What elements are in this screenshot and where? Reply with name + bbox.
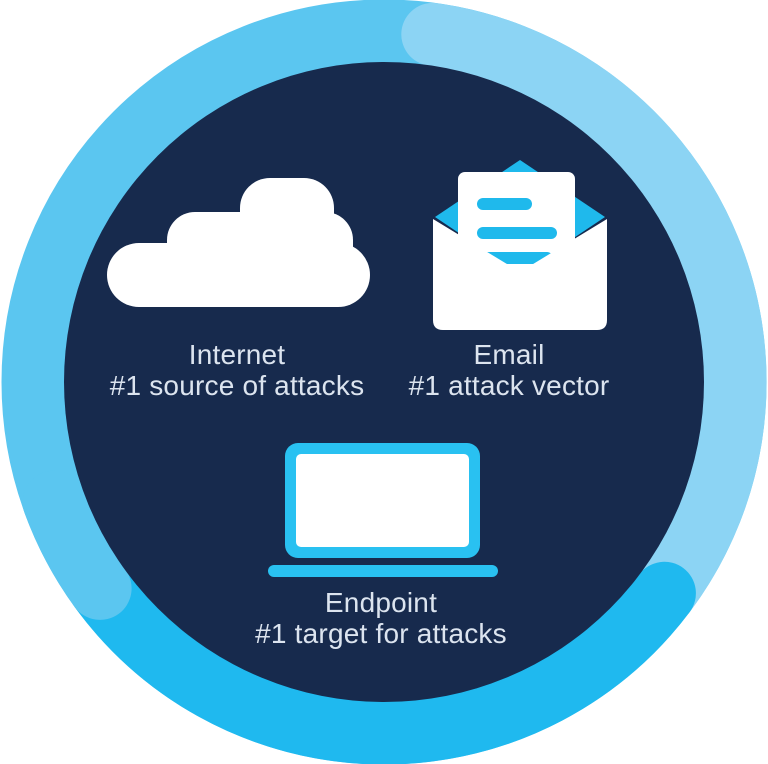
envelope-body — [433, 219, 607, 330]
endpoint-label: Endpoint #1 target for attacks — [201, 587, 561, 649]
ring-vivid-arc — [68, 556, 696, 764]
internet-subtitle: #1 source of attacks — [109, 370, 365, 401]
ring-medium-cap — [22, 470, 132, 620]
laptop-screen — [296, 454, 469, 547]
internet-title: Internet — [188, 339, 286, 370]
cloud-base — [107, 243, 370, 307]
email-subtitle: #1 attack vector — [408, 370, 610, 401]
email-icon — [433, 160, 607, 330]
endpoint-title: Endpoint — [324, 587, 438, 618]
email-title: Email — [473, 339, 545, 370]
letter-line-2 — [477, 227, 557, 239]
endpoint-subtitle: #1 target for attacks — [255, 618, 507, 649]
internet-label: Internet #1 source of attacks — [57, 339, 417, 401]
letter-line-1 — [477, 198, 532, 210]
ring-light-arc — [401, 2, 767, 625]
laptop-base — [268, 565, 498, 577]
cloud-icon — [107, 178, 370, 307]
email-label: Email #1 attack vector — [329, 339, 689, 401]
laptop-icon — [268, 443, 498, 577]
